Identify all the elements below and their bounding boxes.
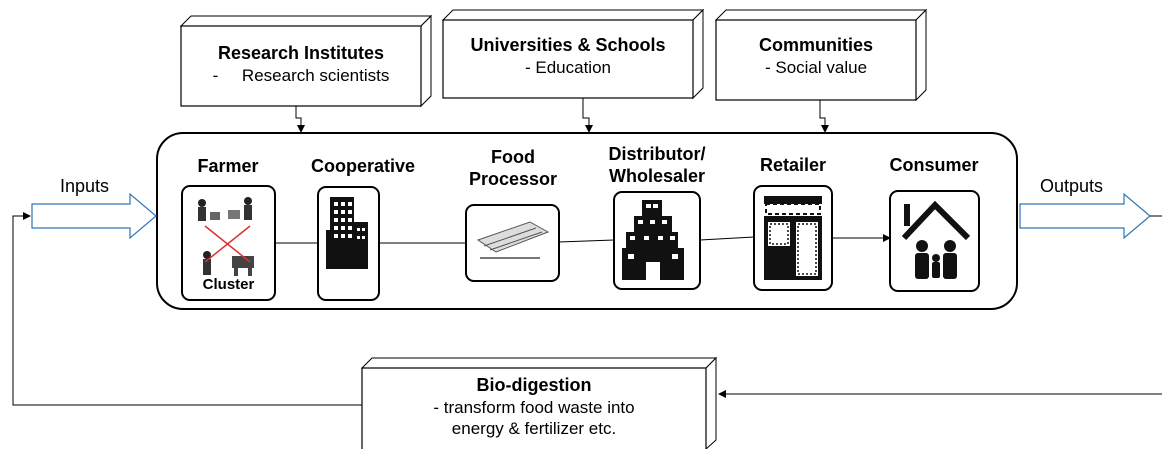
- universities-subtitle: - Education: [525, 57, 611, 77]
- bio-digestion-line1: - transform food waste into: [433, 397, 635, 417]
- universities-box: [441, 8, 705, 100]
- communities-arrow: [819, 100, 829, 133]
- outputs-label: Outputs: [1040, 176, 1104, 196]
- communities-text: Communities - Social value: [716, 34, 916, 78]
- inputs-arrow: [31, 192, 157, 240]
- universities-arrow: [582, 98, 593, 133]
- research-institutes-subtitle: - Research scientists: [212, 65, 390, 85]
- fertilizer-loop-arrow: [12, 212, 362, 406]
- communities-subtitle: - Social value: [764, 57, 868, 77]
- farmer-cluster-icon: [198, 197, 254, 276]
- stage-label-farmer: Farmer: [197, 156, 259, 176]
- research-institutes-title: Research Institutes: [217, 43, 385, 63]
- stage-label-consumer: Consumer: [889, 155, 979, 175]
- family-home-icon: [901, 200, 971, 279]
- food-processor-icon: [476, 221, 550, 259]
- stage-label-cooperative: Cooperative: [310, 156, 416, 176]
- communities-box: [714, 8, 928, 102]
- research-arrow: [295, 106, 305, 133]
- stage-label-retailer: Retailer: [759, 155, 827, 175]
- bio-digestion-text: Bio-digestion - transform food waste int…: [362, 374, 706, 439]
- research-institutes-text: Research Institutes - Research scientist…: [181, 42, 421, 86]
- bio-digestion-box: [360, 356, 718, 449]
- warehouse-icon: [622, 200, 684, 280]
- stage-label-food-processor: Food Processor: [468, 147, 558, 189]
- research-institutes-box: [179, 14, 433, 108]
- outputs-arrow: [1019, 192, 1151, 240]
- universities-title: Universities & Schools: [470, 35, 666, 55]
- farmer-cluster-caption: Cluster: [202, 276, 255, 293]
- communities-title: Communities: [758, 35, 873, 55]
- bio-digestion-line2: energy & fertilizer etc.: [451, 418, 617, 438]
- bio-digestion-title: Bio-digestion: [476, 375, 592, 395]
- cooperative-building-icon: [326, 197, 368, 269]
- stage-label-distributor: Distributor/ Wholesaler: [608, 144, 706, 186]
- universities-text: Universities & Schools - Education: [443, 34, 693, 78]
- storefront-icon: [764, 196, 822, 280]
- inputs-label: Inputs: [60, 176, 110, 196]
